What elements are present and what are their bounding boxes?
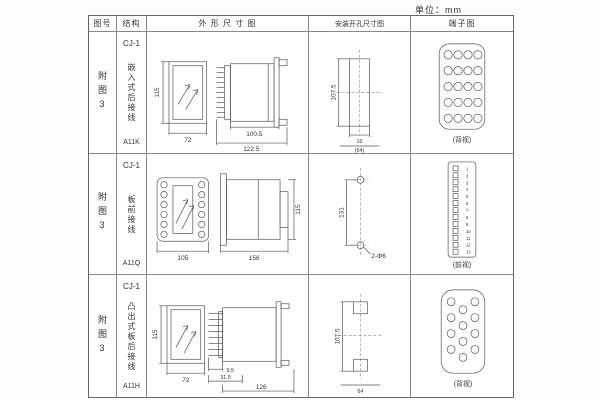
terminal-caption: (前视) [453,260,472,269]
outline-cell-a11k: 115 72 100.5 [147,32,309,154]
outline-cell-a11q: 105 115 156 [147,153,309,276]
structure-cell-a11k: CJ-1 嵌入式后接线 A11K [117,32,147,154]
terminal-cell-a11h: (背视) [411,275,513,397]
terminal-number: 7 [466,208,469,213]
mounting-cell-a11h: 107.5 64 [309,275,411,397]
mounting-drawing-a11k: 107.5 16 (64) [331,49,383,153]
dimension-table: 图号 结构 外 形 尺 寸 图 安装开孔尺寸图 端子图 附图3 CJ-1 嵌入式… [88,15,514,398]
dim-total-length: 156 [249,255,260,262]
dim-front-height: 115 [154,87,161,98]
dim-side-height: 115 [295,203,302,214]
side-view: 115 156 [220,172,302,262]
terminal-number: 13 [466,249,471,254]
terminal-number: 8 [466,214,469,219]
terminal-caption: (背视) [454,379,473,388]
fig-cell-a11h: 附图3 [89,275,117,397]
unit-label: 单位：mm [415,5,462,15]
terminal-drawing-a11q: 1 2 3 4 5 6 7 8 9 10 11 12 13 (前视) [447,161,477,269]
terminal-number: 11 [466,235,471,240]
dim-mount-height: 107.5 [335,328,342,344]
dim-mount-height: 107.5 [331,84,338,100]
structure-desc: 凸出式板后接线 [127,302,136,373]
dim-pin-length: 9.5 [227,368,235,374]
structure-desc: 板前接线 [127,194,136,235]
dim-total-length: 126 [256,384,267,391]
outline-drawing-a11k: 115 72 100.5 [154,57,288,153]
front-view: 105 [156,176,210,262]
terminal-number: 2 [466,173,469,178]
fig-cell-a11k: 附图3 [89,32,117,154]
dim-mount-height: 131 [339,206,346,217]
mounting-drawing-a11q: 131 2-Φ6 [339,167,386,260]
dim-mount-width: 64 [357,389,363,395]
mounting-drawing-a11h: 107.5 64 [335,293,383,395]
mount-hole-note: 2-Φ6 [371,253,386,260]
fig-label: 附图3 [97,314,107,358]
dim-front-height: 115 [152,329,159,340]
structure-cell-a11q: CJ-1 板前接线 A11Q [117,153,147,276]
front-view: 115 72 [152,305,206,384]
dim-front-width: 72 [182,377,190,384]
terminal-number: 12 [466,242,471,247]
mounting-cell-a11k: 107.5 16 (64) [309,32,411,154]
model-label: CJ-1 [123,160,140,170]
model-label: CJ-1 [123,39,140,48]
dim-block-length: 31.5 [220,375,231,381]
model-code: A11H [123,382,140,390]
terminal-holes [443,50,483,123]
terminal-number: 3 [466,180,469,185]
model-code: A11Q [122,260,141,268]
structure-cell-a11h: CJ-1 凸出式板后接线 A11H [117,275,147,397]
terminal-caption: (背视) [453,135,472,144]
outline-drawing-a11q: 105 115 156 [156,172,302,262]
terminal-number: 1 [466,166,469,171]
terminal-number: 9 [466,221,469,226]
side-view: 9.5 31.5 126 [208,301,295,393]
outline-drawing-a11h: 115 72 9.5 31.5 [152,301,295,393]
model-code: A11K [123,138,140,146]
fig-label: 附图3 [97,192,107,236]
terminal-cell-a11k: (背视) [411,32,513,154]
front-view: 115 72 [154,61,208,144]
model-label: CJ-1 [123,282,140,292]
terminal-drawing-a11k: (背视) [438,43,486,144]
terminal-cell-a11q: 1 2 3 4 5 6 7 8 9 10 11 12 13 (前视) [411,154,513,276]
terminal-number: 5 [466,194,469,199]
header-outline: 外 形 尺 寸 图 [147,16,309,32]
header-terminal: 端子图 [411,16,513,32]
terminal-number: 6 [466,201,469,206]
dim-total-length: 122.5 [243,146,260,153]
terminal-number: 10 [466,228,471,233]
terminal-number: 4 [466,187,469,192]
fig-cell-a11q: 附图3 [89,153,117,276]
dim-mount-width2: (64) [355,148,365,153]
terminal-strip: 1 2 3 4 5 6 7 8 9 10 11 12 13 [452,165,471,254]
header-mounting: 安装开孔尺寸图 [309,16,411,32]
terminal-drawing-a11h: (背视) [440,289,486,388]
structure-desc: 嵌入式后接线 [127,63,136,124]
dim-front-width: 105 [177,255,188,262]
header-structure: 结构 [117,16,147,32]
outline-cell-a11h: 115 72 9.5 31.5 [147,275,309,397]
dim-front-width: 72 [184,137,192,144]
terminal-holes [446,297,480,362]
dim-mount-width: 16 [356,139,362,145]
mounting-cell-a11q: 131 2-Φ6 [309,153,411,276]
dim-body-length: 100.5 [246,131,263,138]
header-fig: 图号 [89,16,117,32]
side-view: 100.5 122.5 [216,57,288,153]
fig-label: 附图3 [97,70,107,114]
